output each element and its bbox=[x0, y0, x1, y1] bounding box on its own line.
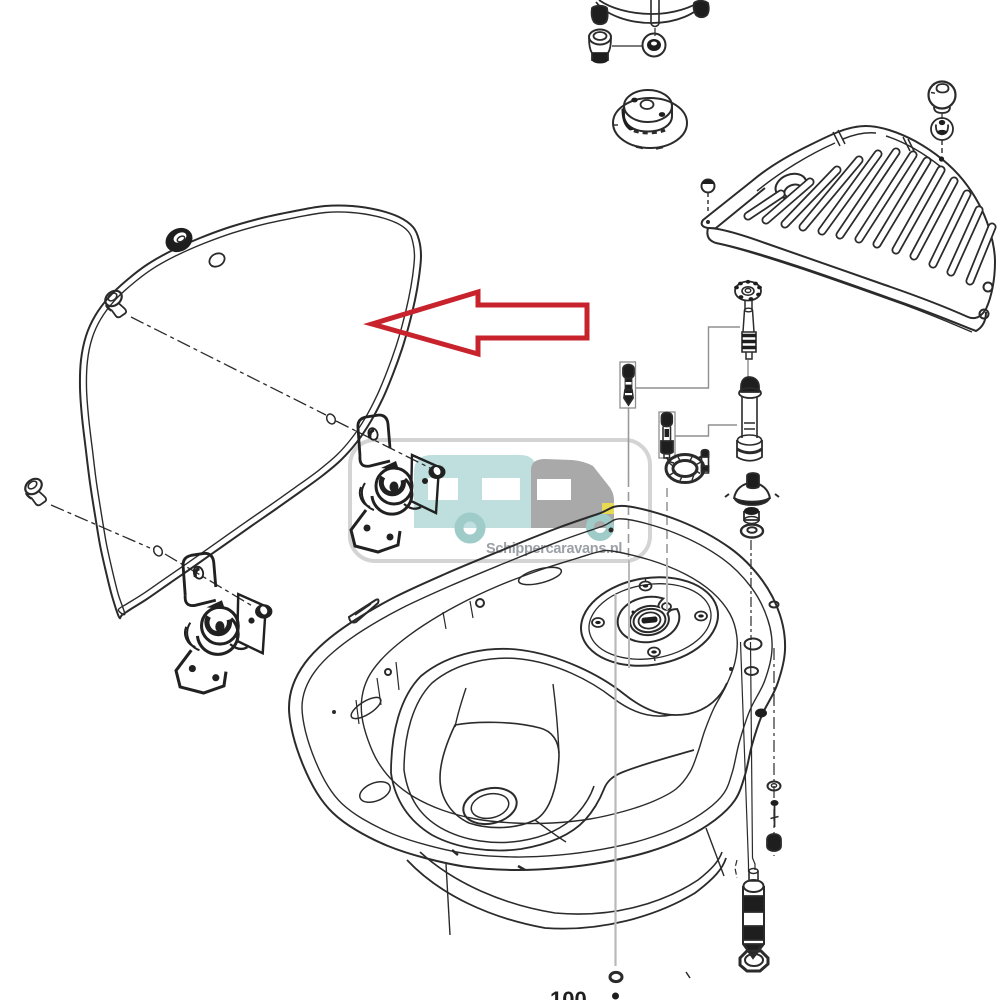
svg-text:100: 100 bbox=[550, 987, 587, 1000]
svg-text:Schippercaravans.nl: Schippercaravans.nl bbox=[486, 541, 622, 557]
